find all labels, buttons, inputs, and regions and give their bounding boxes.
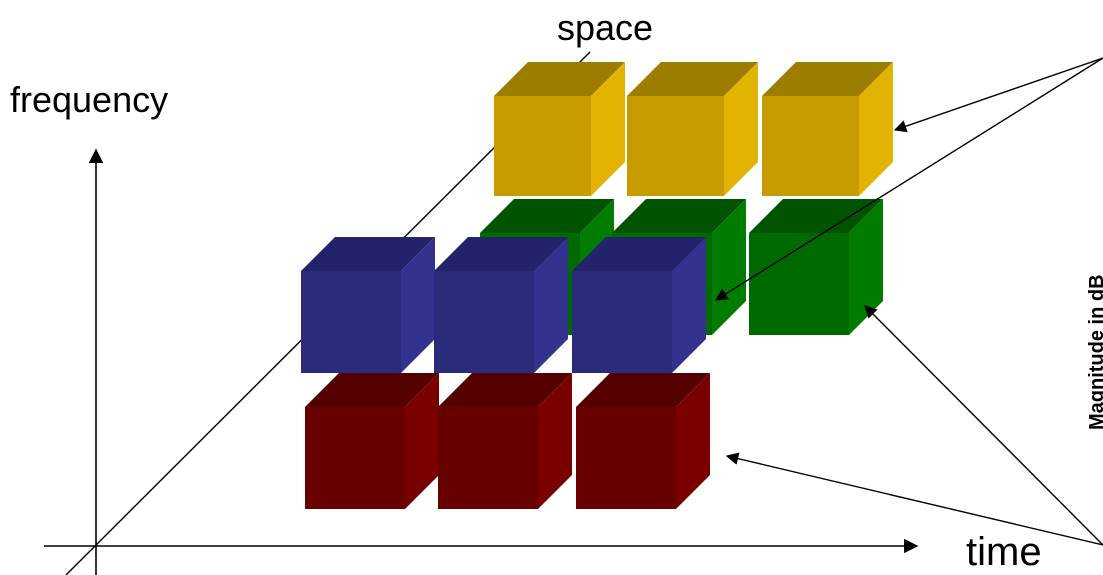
frequency-label: frequency (10, 79, 168, 120)
callout-arrow-red (725, 452, 1103, 546)
callout-arrow-yellow (893, 57, 1103, 133)
blue-row-cube-2 (434, 237, 568, 373)
yellow-row-cube-1 (494, 62, 625, 196)
yellow-row-cube-3 (762, 62, 893, 196)
cube-grid (301, 62, 893, 509)
green-row-cube-3 (749, 199, 883, 335)
yellow-row-cube-2 (627, 62, 758, 196)
red-row-cube-1 (305, 373, 439, 509)
red-row-cube-3 (576, 373, 710, 509)
callout-arrow-green (864, 305, 1103, 546)
red-row-cube-2 (438, 373, 572, 509)
space-label: space (557, 7, 653, 48)
side-text: Magnitude in dB (1086, 274, 1103, 430)
blue-row-cube-1 (301, 237, 435, 373)
blue-row-cube-3 (572, 237, 706, 373)
callout-arrow-green-back (714, 57, 1103, 301)
time-label: time (966, 530, 1042, 574)
